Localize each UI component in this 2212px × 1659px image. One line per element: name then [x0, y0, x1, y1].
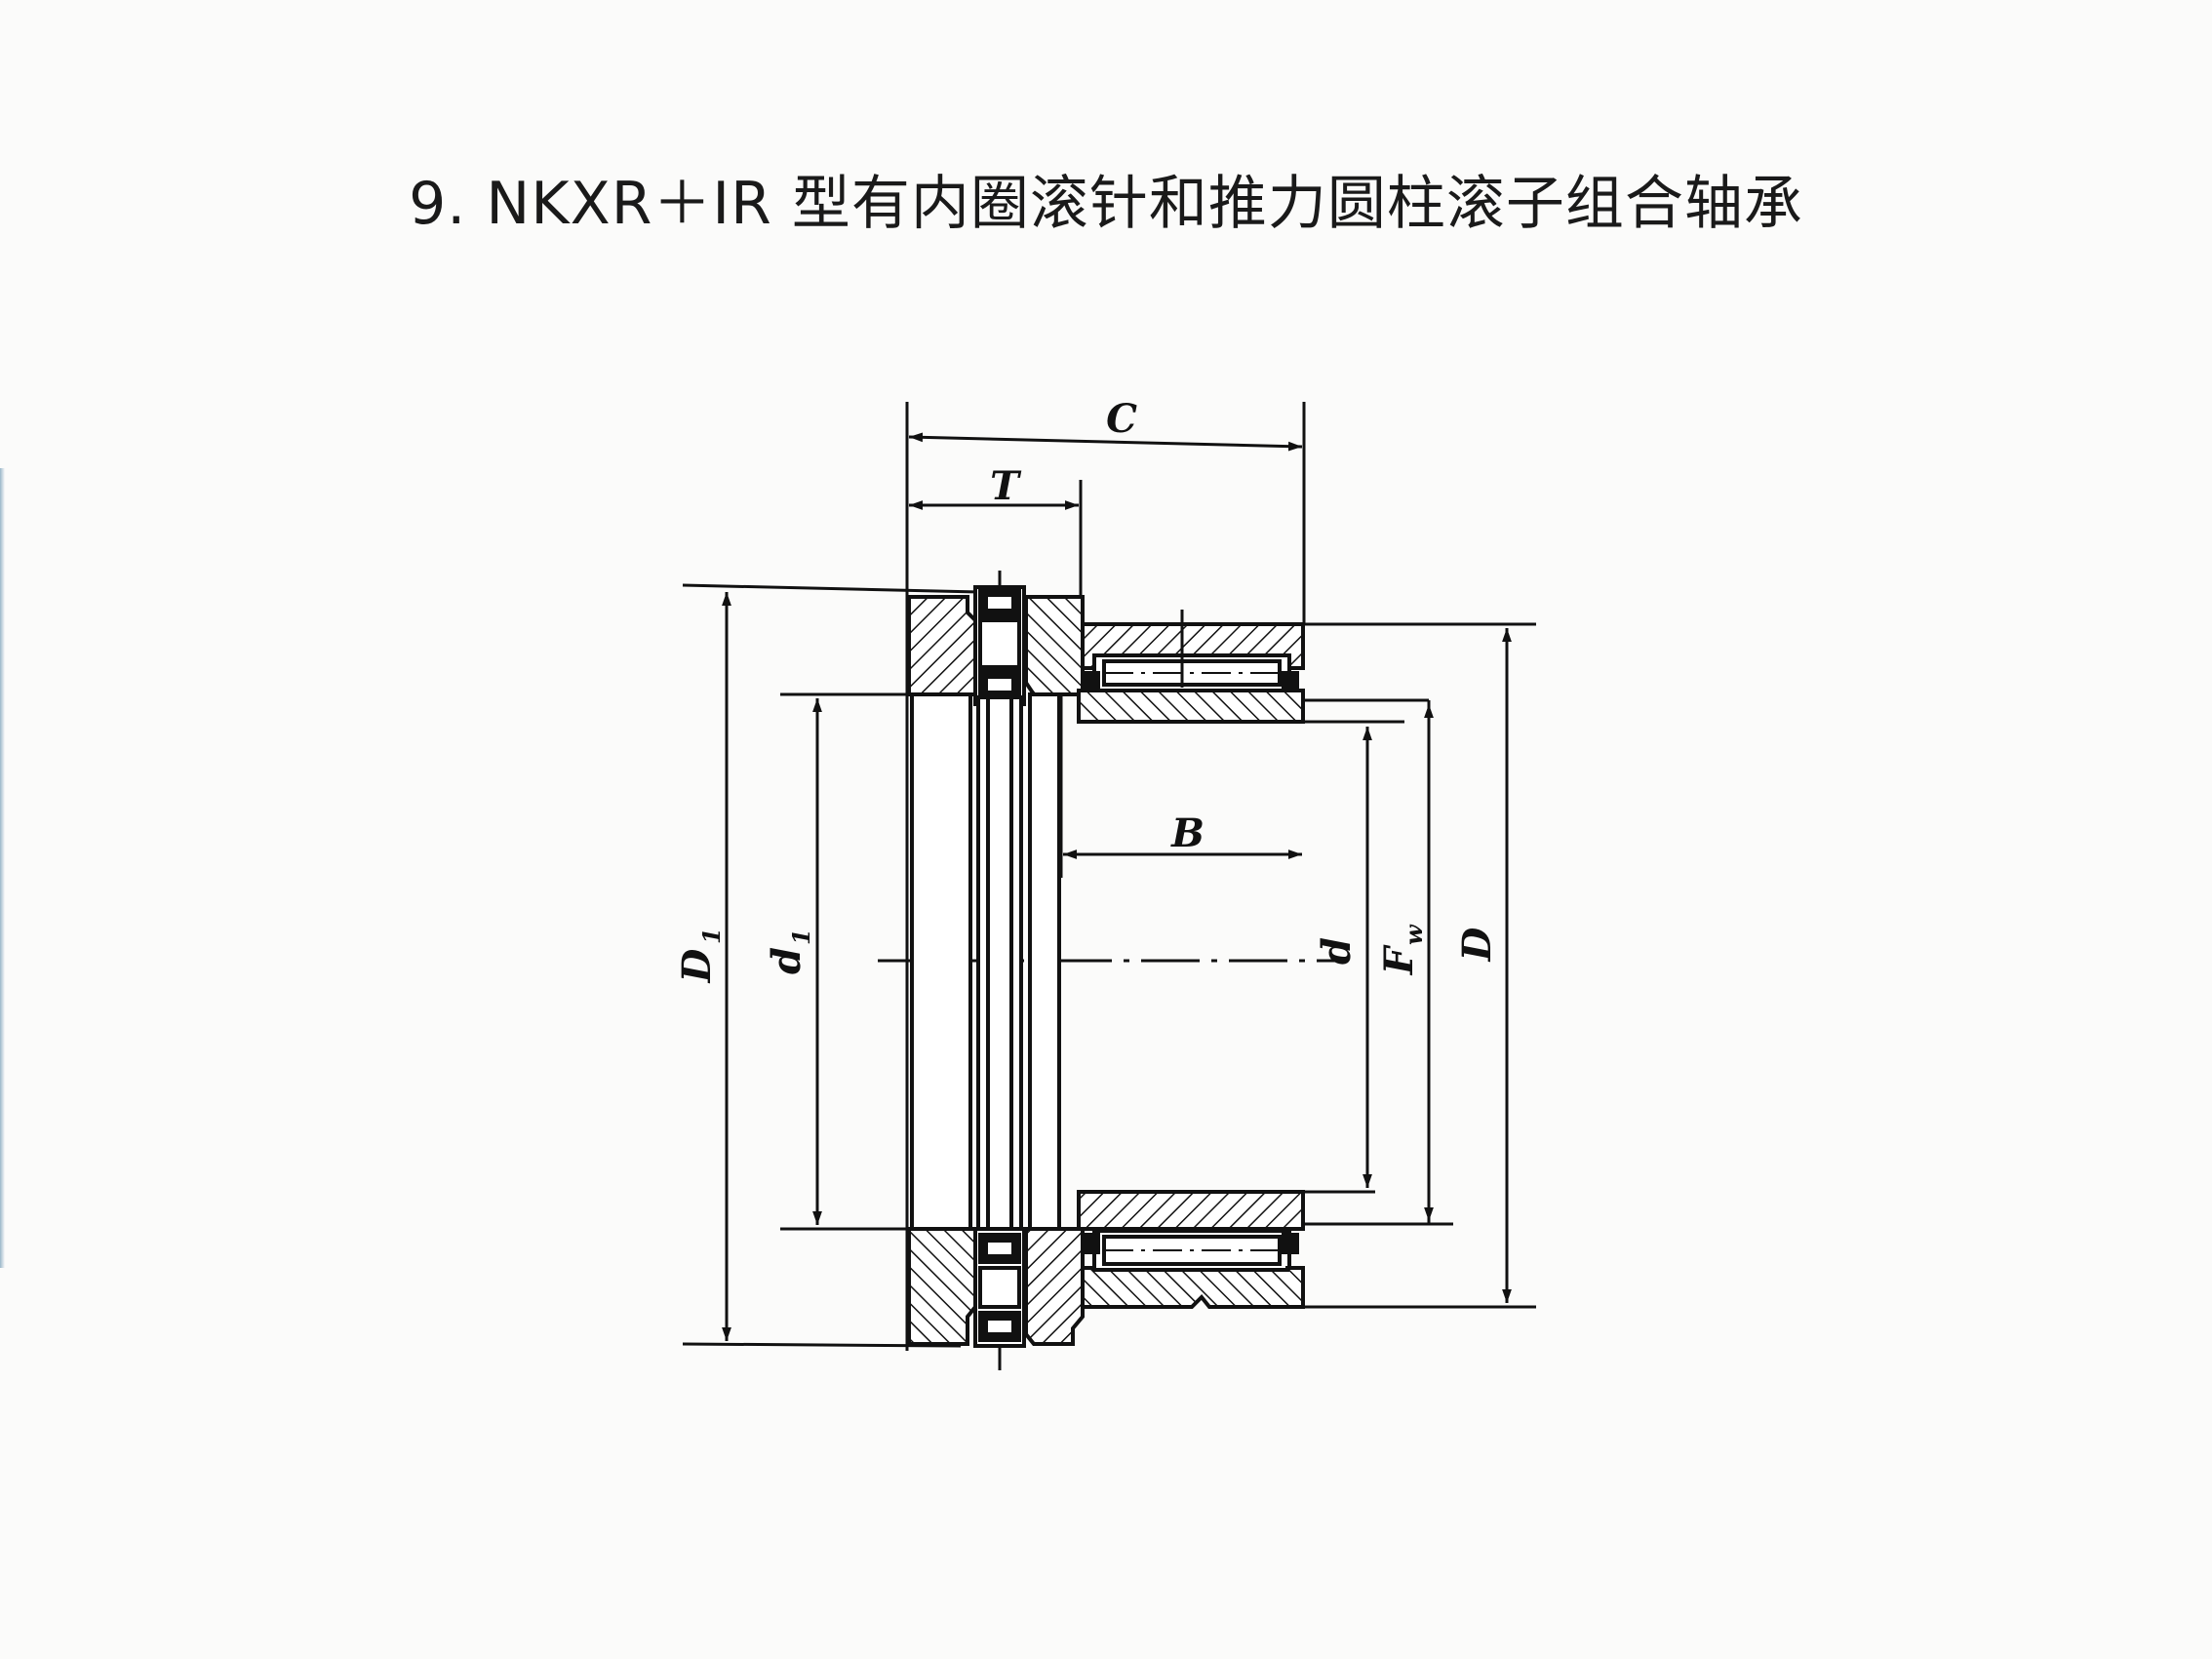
scan-edge [0, 468, 5, 1268]
needle-outer-ring-bottom [1081, 1229, 1305, 1309]
dim-line-C [908, 432, 1303, 452]
needle-inner-ring-bottom [1077, 1190, 1305, 1231]
dimension-lines [722, 432, 1512, 1341]
thrust-washer-top [907, 585, 1085, 706]
dimension-labels: C T B D 1 d 1 d F w D [674, 396, 1500, 983]
label-Fw: F [1376, 944, 1422, 975]
needle-inner-ring-top [1077, 689, 1305, 724]
label-D: D [1454, 927, 1500, 962]
label-C: C [1106, 396, 1137, 442]
thrust-roller-column [910, 692, 1061, 1231]
label-B: B [1170, 810, 1205, 856]
label-d1-sub: 1 [787, 928, 815, 945]
label-T: T [990, 463, 1022, 509]
thrust-washer-bottom [907, 571, 1085, 1370]
figure-title: 9. NKXR＋IR 型有内圈滚针和推力圆柱滚子组合轴承 [409, 170, 1803, 238]
label-D1-sub: 1 [697, 928, 726, 944]
label-D1: D [674, 948, 720, 983]
label-Fw-sub: w [1400, 924, 1428, 945]
label-d: d [1314, 937, 1360, 965]
needle-outer-ring-top [1081, 610, 1305, 692]
label-d1: d [764, 947, 810, 974]
